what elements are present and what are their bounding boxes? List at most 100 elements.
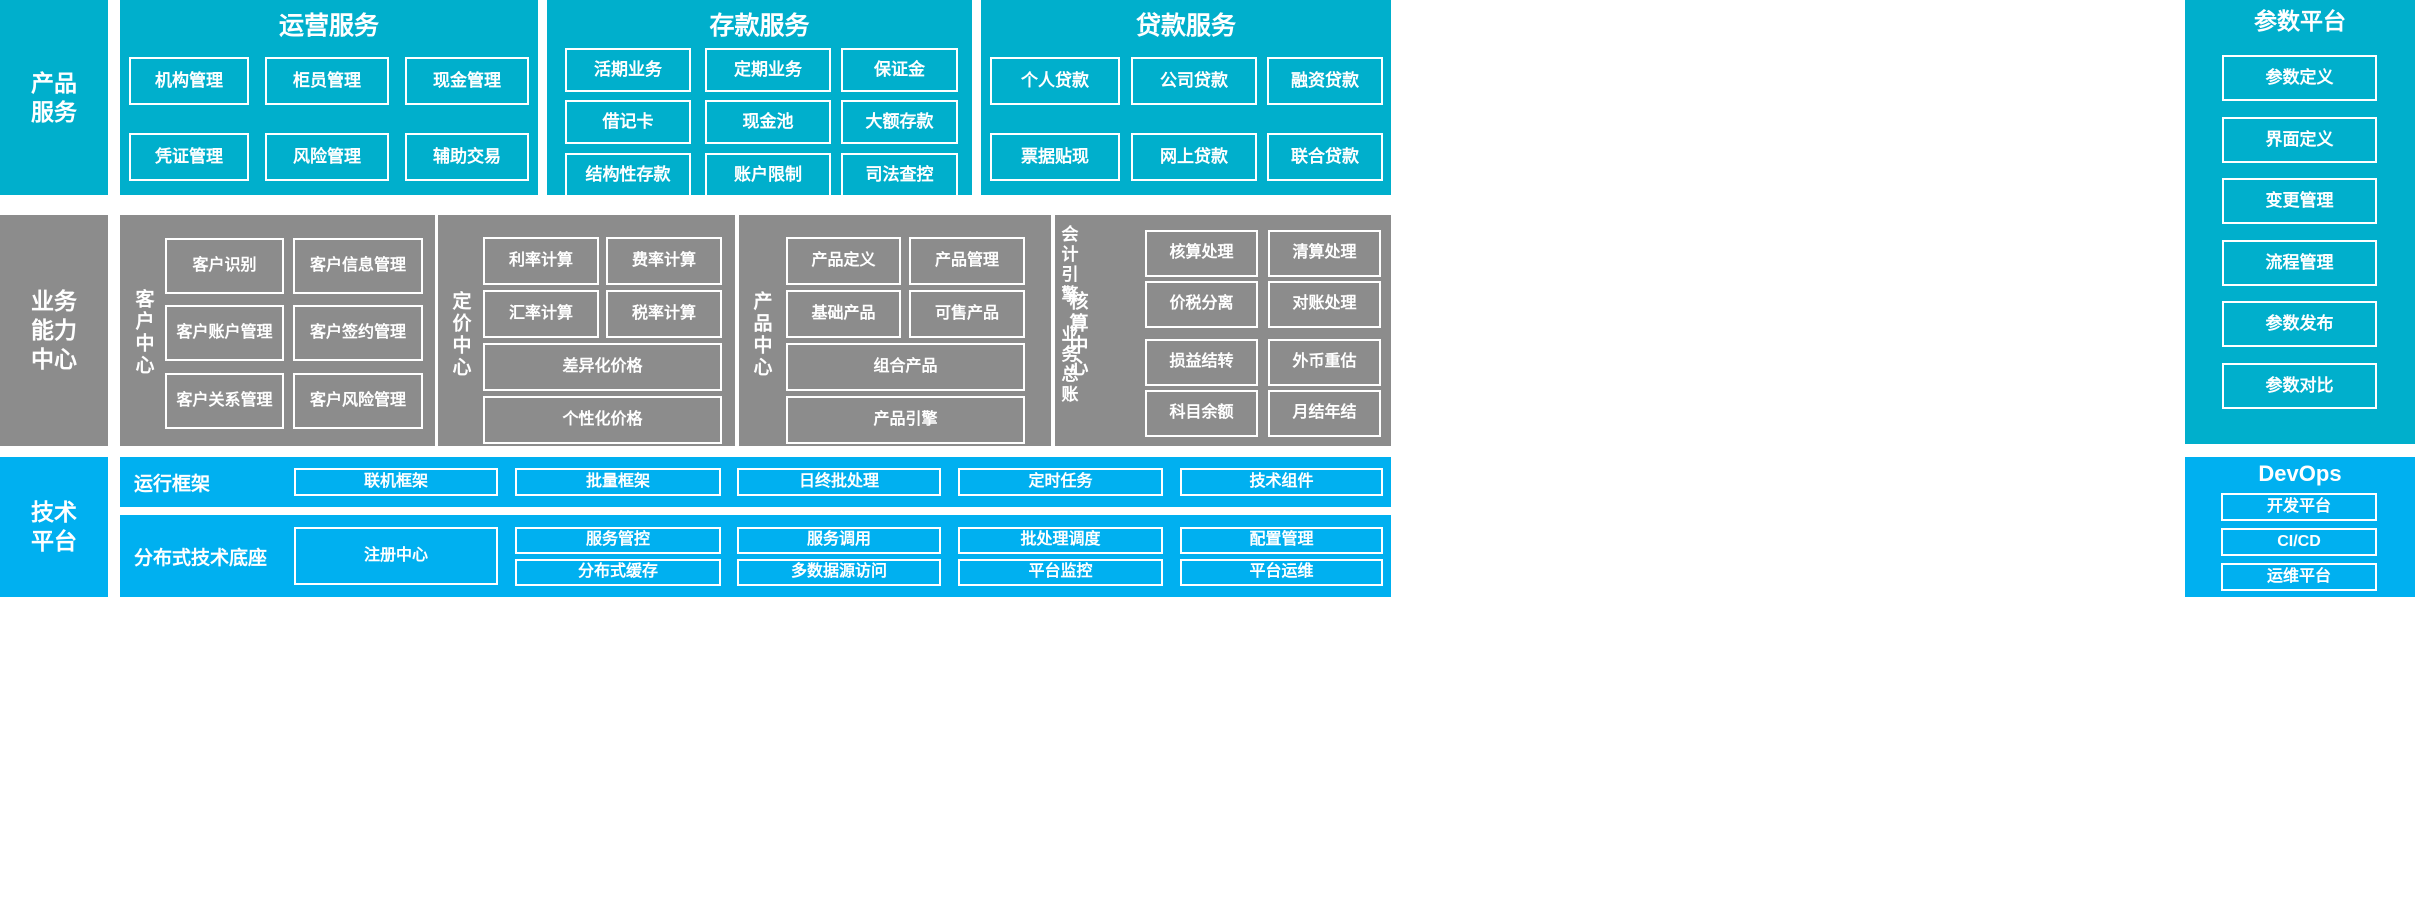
card-product-1[interactable]: 产品管理 (909, 237, 1025, 285)
card-operation-0[interactable]: 机构管理 (129, 57, 249, 105)
band-label-product-services: 产品服务 (0, 0, 108, 195)
card-loan-3[interactable]: 票据贴现 (990, 133, 1120, 181)
card-deposit-5[interactable]: 大额存款 (841, 100, 958, 144)
card-accounting-4[interactable]: 损益结转 (1145, 339, 1258, 386)
card-runtime-0[interactable]: 联机框架 (294, 468, 498, 496)
card-runtime-2[interactable]: 日终批处理 (737, 468, 941, 496)
card-loan-4[interactable]: 网上贷款 (1131, 133, 1257, 181)
card-base-3[interactable]: 多数据源访问 (737, 559, 941, 586)
card-parameter-3[interactable]: 流程管理 (2222, 240, 2377, 286)
card-base-6[interactable]: 配置管理 (1180, 527, 1383, 554)
band-label-product-services-text: 产品服务 (31, 69, 77, 125)
card-accounting-7[interactable]: 月结年结 (1268, 390, 1381, 437)
card-parameter-5[interactable]: 参数对比 (2222, 363, 2377, 409)
card-customer-3[interactable]: 客户签约管理 (293, 305, 423, 361)
group-title-operation-services: 运营服务 (278, 12, 379, 40)
card-loan-2[interactable]: 融资贷款 (1267, 57, 1383, 105)
group-title-parameter-platform: 参数平台 (2254, 8, 2346, 34)
group-accounting-center: 核算中心 会计引擎 业务总账 核算处理 清算处理 价税分离 对账处理 损益结转 … (1055, 215, 1391, 446)
card-accounting-6[interactable]: 科目余额 (1145, 390, 1258, 437)
card-loan-0[interactable]: 个人贷款 (990, 57, 1120, 105)
card-loan-1[interactable]: 公司贷款 (1131, 57, 1257, 105)
card-devops-0[interactable]: 开发平台 (2221, 493, 2377, 521)
card-product-0[interactable]: 产品定义 (786, 237, 901, 285)
card-customer-1[interactable]: 客户信息管理 (293, 238, 423, 294)
group-title-devops-platform: DevOps (2258, 461, 2342, 486)
card-deposit-2[interactable]: 保证金 (841, 48, 958, 92)
group-devops-platform: DevOps 开发平台 CI/CD 运维平台 (2185, 457, 2415, 597)
card-customer-4[interactable]: 客户关系管理 (165, 373, 284, 429)
card-product-3[interactable]: 可售产品 (909, 290, 1025, 338)
card-deposit-8[interactable]: 司法查控 (841, 153, 958, 197)
row-label-runtime-framework: 运行框架 (134, 473, 211, 495)
row-runtime-framework: 运行框架 联机框架 批量框架 日终批处理 定时任务 技术组件 (120, 457, 1391, 507)
group-title-deposit-services: 存款服务 (709, 12, 810, 40)
vlabel-business-ledger: 业务总账 (1058, 325, 1078, 405)
card-deposit-3[interactable]: 借记卡 (565, 100, 691, 144)
card-runtime-3[interactable]: 定时任务 (958, 468, 1163, 496)
card-pricing-3[interactable]: 税率计算 (606, 290, 722, 338)
band-label-technology-platform: 技术平台 (0, 457, 108, 597)
card-operation-3[interactable]: 凭证管理 (129, 133, 249, 181)
vlabel-customer-center: 客户中心 (132, 288, 154, 377)
card-base-5[interactable]: 平台监控 (958, 559, 1163, 586)
row-label-distributed-base: 分布式技术底座 (134, 547, 268, 569)
card-base-2[interactable]: 服务调用 (737, 527, 941, 554)
vlabel-accounting-center: 核算中心 (1066, 291, 1088, 379)
card-deposit-0[interactable]: 活期业务 (565, 48, 691, 92)
card-deposit-1[interactable]: 定期业务 (705, 48, 831, 92)
card-product-2[interactable]: 基础产品 (786, 290, 901, 338)
card-base-7[interactable]: 平台运维 (1180, 559, 1383, 586)
group-loan-services: 贷款服务 个人贷款 公司贷款 融资贷款 票据贴现 网上贷款 联合贷款 (981, 0, 1391, 195)
card-base-0[interactable]: 服务管控 (515, 527, 721, 554)
card-operation-2[interactable]: 现金管理 (405, 57, 529, 105)
card-pricing-2[interactable]: 汇率计算 (483, 290, 599, 338)
card-pricing-5[interactable]: 个性化价格 (483, 396, 722, 444)
card-operation-4[interactable]: 风险管理 (265, 133, 389, 181)
card-customer-0[interactable]: 客户识别 (165, 238, 284, 294)
card-runtime-1[interactable]: 批量框架 (515, 468, 721, 496)
group-customer-center: 客户中心 客户识别 客户信息管理 客户账户管理 客户签约管理 客户关系管理 客户… (120, 215, 435, 446)
card-product-4[interactable]: 组合产品 (786, 343, 1025, 391)
row-distributed-base: 分布式技术底座 注册中心 服务管控 分布式缓存 服务调用 多数据源访问 批处理调… (120, 515, 1391, 597)
card-product-5[interactable]: 产品引擎 (786, 396, 1025, 444)
card-pricing-4[interactable]: 差异化价格 (483, 343, 722, 391)
card-accounting-2[interactable]: 价税分离 (1145, 281, 1258, 328)
card-accounting-5[interactable]: 外币重估 (1268, 339, 1381, 386)
card-devops-2[interactable]: 运维平台 (2221, 563, 2377, 591)
card-operation-5[interactable]: 辅助交易 (405, 133, 529, 181)
card-runtime-4[interactable]: 技术组件 (1180, 468, 1383, 496)
card-accounting-0[interactable]: 核算处理 (1145, 230, 1258, 277)
card-customer-2[interactable]: 客户账户管理 (165, 305, 284, 361)
card-parameter-0[interactable]: 参数定义 (2222, 55, 2377, 101)
vlabel-product-center: 产品中心 (750, 291, 772, 379)
vlabel-accounting-engine: 会计引擎 (1058, 225, 1078, 305)
card-registry-center[interactable]: 注册中心 (294, 527, 498, 585)
card-accounting-1[interactable]: 清算处理 (1268, 230, 1381, 277)
band-label-technology-platform-text: 技术平台 (31, 499, 77, 554)
card-deposit-7[interactable]: 账户限制 (705, 153, 831, 197)
card-devops-1[interactable]: CI/CD (2221, 528, 2377, 556)
vlabel-pricing-center: 定价中心 (449, 291, 471, 379)
group-parameter-platform: 参数平台 参数定义 界面定义 变更管理 流程管理 参数发布 参数对比 (2185, 0, 2415, 444)
card-pricing-0[interactable]: 利率计算 (483, 237, 599, 285)
card-accounting-3[interactable]: 对账处理 (1268, 281, 1381, 328)
card-base-4[interactable]: 批处理调度 (958, 527, 1163, 554)
card-customer-5[interactable]: 客户风险管理 (293, 373, 423, 429)
group-title-loan-services: 贷款服务 (1135, 12, 1236, 40)
band-label-business-capability-text: 业务能力中心 (31, 288, 77, 372)
card-base-1[interactable]: 分布式缓存 (515, 559, 721, 586)
group-product-center: 产品中心 产品定义 产品管理 基础产品 可售产品 组合产品 产品引擎 (739, 215, 1051, 446)
card-pricing-1[interactable]: 费率计算 (606, 237, 722, 285)
card-loan-5[interactable]: 联合贷款 (1267, 133, 1383, 181)
group-pricing-center: 定价中心 利率计算 费率计算 汇率计算 税率计算 差异化价格 个性化价格 (438, 215, 735, 446)
group-operation-services: 运营服务 机构管理 柜员管理 现金管理 凭证管理 风险管理 辅助交易 (120, 0, 538, 195)
card-parameter-4[interactable]: 参数发布 (2222, 301, 2377, 347)
card-parameter-1[interactable]: 界面定义 (2222, 117, 2377, 163)
group-deposit-services: 存款服务 活期业务 定期业务 保证金 借记卡 现金池 大额存款 结构性存款 账户… (547, 0, 972, 197)
card-deposit-4[interactable]: 现金池 (705, 100, 831, 144)
card-operation-1[interactable]: 柜员管理 (265, 57, 389, 105)
card-deposit-6[interactable]: 结构性存款 (565, 153, 691, 197)
card-parameter-2[interactable]: 变更管理 (2222, 178, 2377, 224)
